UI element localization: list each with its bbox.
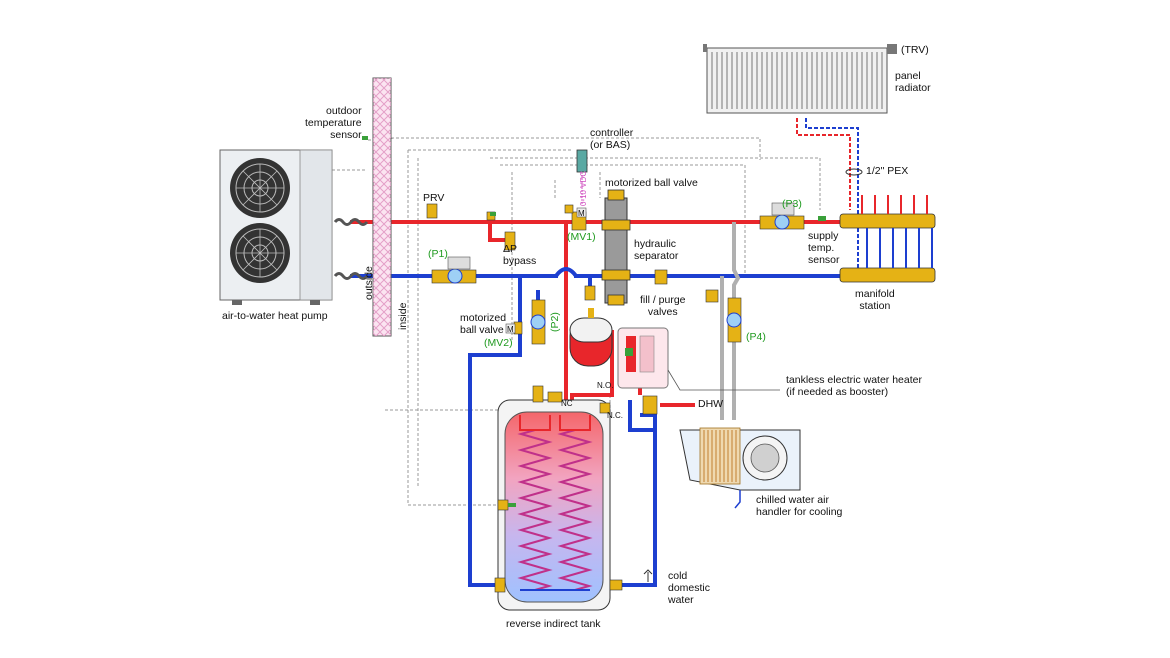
p4-label: (P4) [746, 331, 766, 343]
nc-label: N.C. [607, 411, 623, 420]
motorized-ball-valve-left-label: motorized ball valve [460, 312, 507, 336]
manifold-station-label: manifold station [855, 288, 895, 312]
fan-lower-icon [230, 223, 290, 283]
pump-p2-icon [530, 299, 546, 345]
motorized-ball-valve-top-label: motorized ball valve [605, 177, 698, 189]
panel-radiator [703, 44, 897, 114]
fill-purge-label: fill / purge valves [640, 294, 686, 318]
reverse-tank-label: reverse indirect tank [506, 618, 601, 630]
outdoor-sensor-label: outdoor temperature sensor [305, 105, 362, 141]
exterior-wall [372, 77, 392, 337]
expansion-tank [569, 308, 613, 367]
mv1-actuator-label: M [578, 209, 585, 218]
cold-water-arrow-icon [643, 569, 653, 582]
tankless-leader-line [667, 369, 780, 391]
vdc-label: 0-10 VDC [579, 170, 588, 206]
tankless-heater [617, 327, 669, 389]
p3-label: (P3) [782, 198, 802, 210]
pump-p1-icon [431, 256, 477, 284]
controller-label: controller (or BAS) [590, 127, 634, 151]
heat-pump-label: air-to-water heat pump [222, 310, 328, 322]
pump-p3-icon [759, 202, 805, 230]
supply-temp-sensor-label: supply temp. sensor [808, 230, 840, 266]
mv2-label: (MV2) [484, 337, 513, 349]
flex-connectors [333, 218, 369, 280]
controller-box [576, 149, 588, 173]
hydraulic-separator-label: hydraulic separator [634, 238, 679, 262]
air-handler [679, 427, 801, 509]
manifold-station [839, 195, 936, 283]
pump-p4-icon [726, 297, 742, 343]
mv2-actuator-icon [505, 323, 516, 334]
supply-piping [350, 220, 840, 407]
sensor-icon [490, 212, 496, 216]
cold-domestic-label: cold domestic water [668, 570, 711, 606]
hydraulic-separator [601, 189, 631, 306]
outside-label: outside [363, 266, 375, 300]
mv2-actuator-label: M [507, 325, 514, 334]
fan-upper-icon [230, 158, 290, 218]
pipe-crossover [554, 267, 578, 278]
panel-radiator-label: panel radiator [895, 70, 931, 94]
chilled-water-label: chilled water air handler for cooling [756, 494, 843, 518]
p2-label: (P2) [549, 312, 561, 332]
nc-tank-label: NC [561, 399, 573, 408]
dhw-label: DHW [698, 398, 724, 410]
tankless-label: tankless electric water heater (if neede… [786, 374, 922, 398]
outdoor-sensor-icon [362, 136, 368, 140]
pex-bundle-icon [845, 168, 863, 176]
pex-label: 1/2" PEX [866, 165, 909, 177]
inside-label: inside [397, 302, 409, 330]
dp-bypass-label: ΔP bypass [503, 243, 537, 267]
trv-label: (TRV) [901, 44, 929, 56]
p1-label: (P1) [428, 248, 448, 260]
mv1-label: (MV1) [567, 231, 596, 243]
mv1-actuator-icon [576, 207, 587, 218]
supply-temp-sensor-icon [818, 216, 826, 221]
no-label: N.O. [597, 381, 614, 390]
prv-label: PRV [423, 192, 445, 204]
heat-pump-unit [219, 149, 333, 305]
reverse-indirect-tank [494, 391, 623, 611]
radiator-pex [796, 118, 859, 275]
